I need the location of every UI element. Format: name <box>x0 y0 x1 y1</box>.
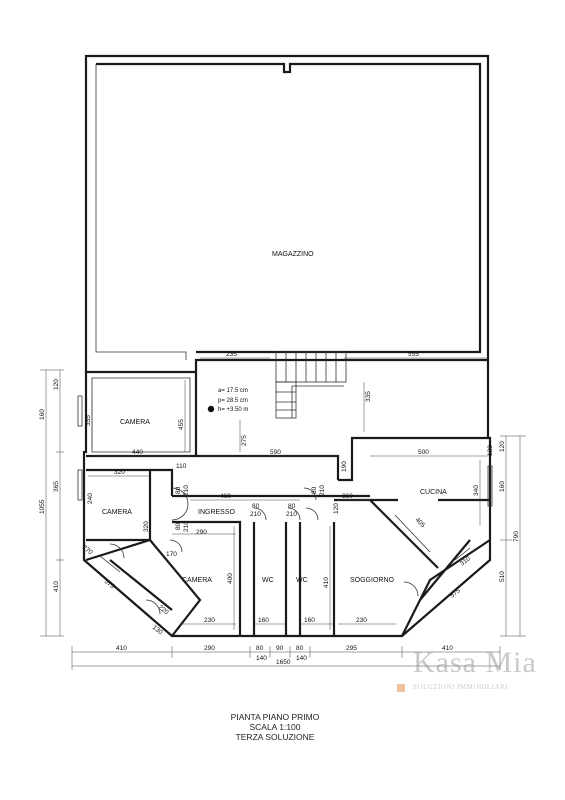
diagonal-wall-left <box>85 538 202 637</box>
dimension-label: 210 <box>319 485 326 496</box>
dimension-label: 1055 <box>39 499 46 514</box>
apartment-inner-top <box>86 372 198 458</box>
ingresso-walls <box>172 494 370 636</box>
windows <box>77 395 493 573</box>
stair-riser: a= 17.5 cm <box>218 388 248 394</box>
dimension-label: 235 <box>226 351 237 358</box>
dimension-label: 400 <box>227 573 234 584</box>
dimension-label: 160 <box>39 409 46 420</box>
dimension-label: 90 <box>276 645 284 652</box>
dimension-label: 310 <box>459 555 472 567</box>
dimension-label: 80 <box>311 486 318 494</box>
room-soggiorno: SOGGIORNO <box>350 577 395 584</box>
dimension-label: 140 <box>296 655 307 662</box>
dimension-label: 555 <box>408 351 419 358</box>
dimension-label: 275 <box>241 435 248 446</box>
dimension-label: 170 <box>166 551 177 558</box>
room-wc-1: WC <box>262 577 274 584</box>
dimension-label: 455 <box>178 419 185 430</box>
stair-height: h= +3.50 m <box>218 407 248 413</box>
dimension-label: 340 <box>473 485 480 496</box>
dimension-label: 440 <box>132 449 143 456</box>
dimension-label: 320 <box>114 469 125 476</box>
dimension-label: 295 <box>346 645 357 652</box>
room-camera-low: CAMERA <box>182 577 212 584</box>
room-ingresso: INGRESSO <box>198 509 236 516</box>
dimension-label: 410 <box>442 645 453 652</box>
logo-subtitle: SOLUZIONI IMMOBILIARI <box>413 683 509 691</box>
level-marker-icon <box>207 405 215 413</box>
dimension-label: 360 <box>342 493 353 500</box>
dimension-label: 210 <box>183 485 190 496</box>
room-magazzino: MAGAZZINO <box>272 251 314 258</box>
dimension-label: 160 <box>499 481 506 492</box>
dimension-label: 160 <box>304 617 315 624</box>
staircase <box>275 351 347 419</box>
dimension-label: 590 <box>270 449 281 456</box>
dimension-label: 790 <box>513 531 520 542</box>
camera-mid-walls <box>86 468 174 542</box>
plan-title-line-2: SCALA 1:100 <box>249 722 301 732</box>
dimension-label: 230 <box>204 617 215 624</box>
dimension-label: 80 <box>175 486 182 494</box>
dimension-label: 270 <box>81 544 94 556</box>
plan-title-line-1: PIANTA PIANO PRIMO <box>230 712 320 722</box>
dimension-label: 110 <box>176 463 187 470</box>
room-camera-top: CAMERA <box>120 419 150 426</box>
dimension-label: 210 <box>286 511 297 518</box>
dimension-label: 80 <box>256 645 264 652</box>
dimension-labels: 235 555 335 275 590 440 455 355 110 320 … <box>39 351 520 666</box>
room-cucina: CUCINA <box>420 489 447 496</box>
dimension-label: 575 <box>103 578 116 590</box>
logo-mark-icon <box>397 684 405 692</box>
dimension-label: 355 <box>85 415 92 426</box>
dimension-label: 1650 <box>276 659 291 666</box>
dimension-label: 460 <box>220 493 231 500</box>
dimension-label: 410 <box>116 645 127 652</box>
dimension-label: 230 <box>356 617 367 624</box>
dimension-label: 140 <box>256 655 267 662</box>
dimension-label: 120 <box>487 445 494 456</box>
doors <box>109 487 419 615</box>
dimension-label: 575 <box>449 587 462 599</box>
diagonal-wall-right <box>401 539 491 637</box>
dimension-label: 120 <box>333 503 340 514</box>
outer-wall-inner <box>96 62 482 354</box>
dimension-label: 320 <box>143 521 150 532</box>
dimension-label: 290 <box>204 645 215 652</box>
dimension-label: 500 <box>418 449 429 456</box>
dimension-label: 365 <box>53 481 60 492</box>
dimension-label: 290 <box>196 529 207 536</box>
magazzino-wall-notch <box>95 64 187 360</box>
logo-brand: Kasa Mia <box>413 646 537 679</box>
outer-wall <box>84 54 490 374</box>
plan-title: PIANTA PIANO PRIMO SCALA 1:100 TERZA SOL… <box>200 712 350 742</box>
watermark-logo: Kasa Mia SOLUZIONI IMMOBILIARI <box>385 636 555 716</box>
dimension-label: 190 <box>341 461 348 472</box>
room-wc-2: WC <box>296 577 308 584</box>
dimension-label: 405 <box>414 516 427 529</box>
dimension-label: 210 <box>250 511 261 518</box>
dimension-label: 80 <box>252 503 260 510</box>
dimension-label: 120 <box>53 379 60 390</box>
dimension-label: 410 <box>53 581 60 592</box>
stair-tread: p= 28.5 cm <box>218 398 248 404</box>
dimension-label: 120 <box>499 441 506 452</box>
dimension-label: 410 <box>323 577 330 588</box>
dimension-label: 335 <box>365 391 372 402</box>
central-corridor-wall <box>196 454 340 480</box>
dimension-label: 80 <box>175 522 182 530</box>
plan-title-line-3: TERZA SOLUZIONE <box>235 732 315 742</box>
dimension-lines <box>40 357 526 670</box>
dimension-label: 510 <box>499 571 506 582</box>
dimension-label: 80 <box>288 503 296 510</box>
dimension-label: 240 <box>87 493 94 504</box>
dimension-label: 160 <box>258 617 269 624</box>
dimension-label: 210 <box>183 521 190 532</box>
room-camera-mid: CAMERA <box>102 509 132 516</box>
camera-top-walls <box>91 377 191 453</box>
dimension-label: 80 <box>296 645 304 652</box>
